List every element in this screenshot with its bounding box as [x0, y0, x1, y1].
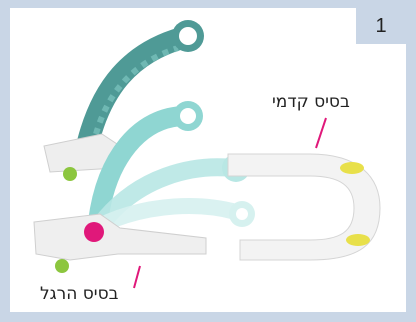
- figure-panel: 1 בסיס קדמי בסיס הרגל: [10, 8, 406, 312]
- leader-front: [316, 118, 326, 148]
- pivot-hinge-icon: [84, 222, 104, 242]
- leader-foot: [134, 266, 140, 288]
- wheel-icon: [63, 167, 77, 181]
- front-accent-top: [340, 162, 364, 174]
- front-base-label: בסיס קדמי: [272, 92, 350, 112]
- foot-base-label: בסיס הרגל: [40, 284, 118, 304]
- light-arm-3: [108, 206, 236, 222]
- step-number-badge: 1: [356, 8, 406, 44]
- front-accent-bottom: [346, 234, 370, 246]
- assembly-illustration: [10, 8, 406, 312]
- wheel-icon: [55, 259, 69, 273]
